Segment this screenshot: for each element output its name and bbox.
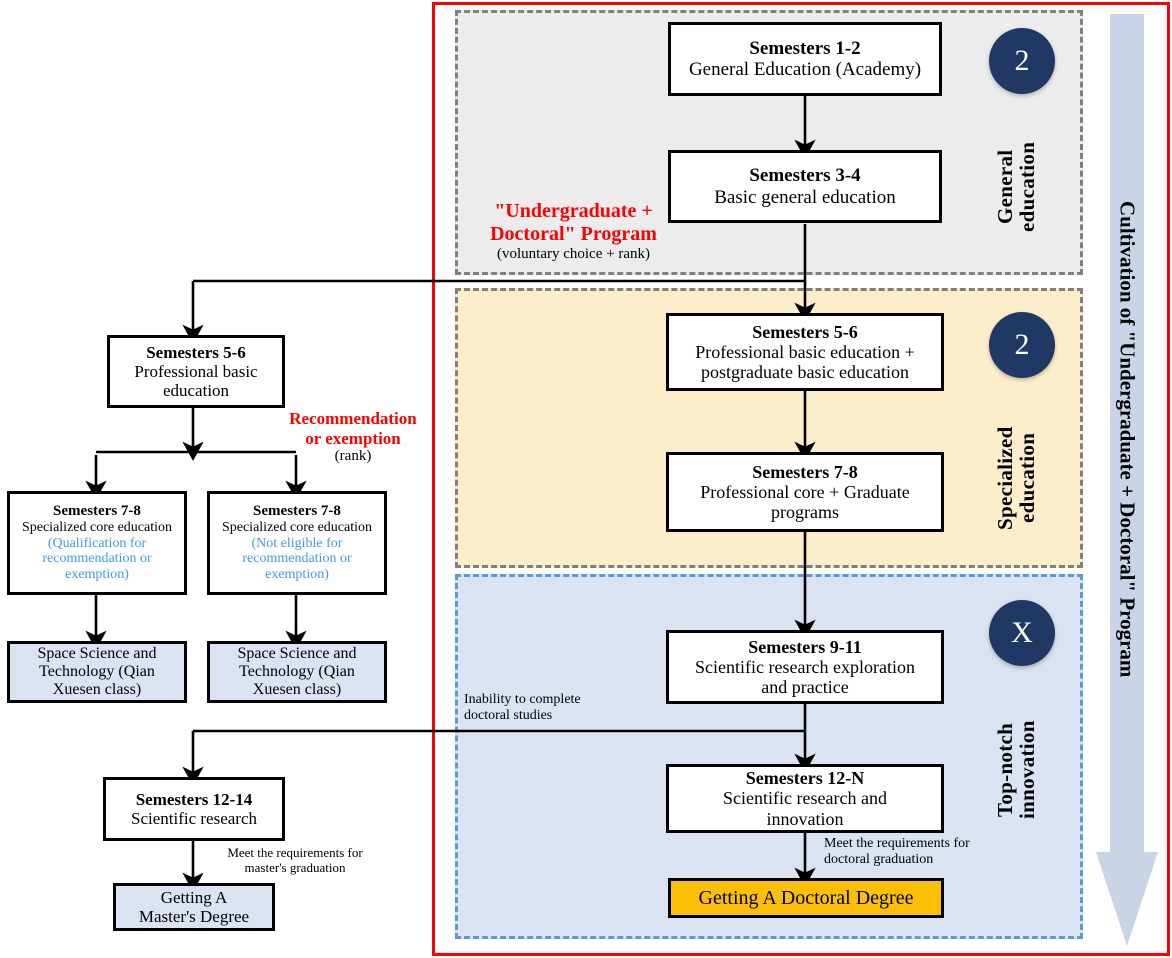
annotation-masters-requirements: Meet the requirements for master's gradu… [209,845,381,875]
box-left-semesters-7-8-not-eligible[interactable]: Semesters 7-8 Specialized core education… [207,491,387,595]
box-line: Basic general education [714,186,896,208]
box-note: recommendation or [242,551,352,567]
box-line: Specialized core education [221,520,373,536]
annotation-line-2: doctoral graduation [824,852,934,868]
box-semesters-5-6[interactable]: Semesters 5-6 Professional basic educati… [666,313,944,391]
annotation-line-2: master's graduation [244,860,346,876]
box-note: exemption) [65,567,129,583]
box-line: education [162,381,230,401]
box-line: Xuesen class) [252,680,342,698]
box-note: exemption) [265,567,329,583]
box-line: Scientific research and [723,788,887,809]
box-title: Semesters 12-N [745,768,865,789]
box-line: Getting A Doctoral Degree [698,886,914,909]
box-line: innovation [766,808,844,829]
badge-specialized-education: 2 [989,312,1055,378]
box-semesters-9-11[interactable]: Semesters 9-11 Scientific research explo… [666,630,944,704]
annotation-line-1: "Undergraduate + [494,200,653,222]
badge-general-education: 2 [989,28,1055,94]
box-getting-doctoral-degree[interactable]: Getting A Doctoral Degree [668,878,944,918]
box-title: Semesters 12-14 [135,789,253,809]
box-title: Semesters 5-6 [146,342,246,362]
box-title: Semesters 9-11 [748,636,862,657]
box-line: General Education (Academy) [688,59,922,80]
box-title: Semesters 5-6 [752,321,858,342]
annotation-line-1: Meet the requirements for [824,836,970,851]
box-line: Space Science and [237,645,357,663]
box-line: Xuesen class) [52,680,142,698]
label-line-2: education [1015,432,1040,524]
annotation-line-2: or exemption [305,428,401,448]
box-line: Professional basic [134,361,258,381]
box-qian-xuesen-right[interactable]: Space Science and Technology (Qian Xuese… [207,641,387,703]
box-qian-xuesen-left[interactable]: Space Science and Technology (Qian Xuese… [7,641,187,703]
box-title: Semesters 3-4 [749,165,861,187]
annotation-line-1: Inability to complete [464,692,581,707]
box-title: Semesters 7-8 [53,503,141,520]
annotation-inability-doctoral: Inability to complete doctoral studies [464,692,664,724]
program-banner-label: Cultivation of "Undergraduate + Doctoral… [1115,200,1140,678]
box-left-semesters-5-6[interactable]: Semesters 5-6 Professional basic educati… [107,335,285,408]
box-line: Master's Degree [138,907,250,926]
box-line: Scientific research [130,809,257,828]
box-left-semesters-7-8-qualified[interactable]: Semesters 7-8 Specialized core education… [7,491,187,595]
box-line: Technology (Qian [239,663,355,681]
label-general-education: General education [993,108,1040,266]
box-semesters-1-2[interactable]: Semesters 1-2 General Education (Academy… [668,22,942,96]
box-line: postgraduate basic education [701,362,909,383]
label-top-notch-innovation: Top-notch innovation [993,680,1040,860]
box-semesters-12-n[interactable]: Semesters 12-N Scientific research and i… [666,764,944,833]
box-line: Specialized core education [21,520,173,536]
box-semesters-7-8[interactable]: Semesters 7-8 Professional core + Gradua… [666,452,944,532]
box-line: and practice [761,677,849,698]
label-line-1: Specialized [993,426,1017,530]
box-line: Space Science and [37,645,157,663]
box-line: Scientific research exploration [695,656,915,677]
box-semesters-3-4[interactable]: Semesters 3-4 Basic general education [668,150,942,223]
box-line: Professional basic education + [695,341,915,362]
annotation-recommendation: Recommendation or exemption (rank) [278,409,428,466]
label-specialized-education: Specialized education [993,392,1040,564]
box-line: Professional core + Graduate [700,481,910,502]
box-line: programs [771,502,839,523]
annotation-line-1: Meet the requirements for [227,845,363,860]
label-line-2: education [1015,141,1040,233]
box-note: (Qualification for [47,535,147,551]
annotation-line-2: doctoral studies [464,708,553,724]
annotation-line-2: Doctoral" Program [490,223,657,246]
annotation-sub: (rank) [334,448,372,465]
box-title: Semesters 1-2 [749,37,861,59]
box-note: (Not eligible for [251,535,343,551]
label-line-2: innovation [1015,720,1040,820]
annotation-sub: (voluntary choice + rank) [497,246,650,263]
box-title: Semesters 7-8 [752,461,858,482]
label-line-1: Top-notch [993,722,1017,818]
box-note: recommendation or [42,551,152,567]
program-banner-arrow [1096,14,1158,946]
annotation-line-1: Recommendation [289,409,417,428]
annotation-program-label: "Undergraduate + Doctoral" Program (volu… [466,200,681,264]
annotation-doctoral-requirements: Meet the requirements for doctoral gradu… [824,836,1024,868]
label-line-1: General [993,149,1017,225]
badge-top-notch-innovation: X [989,600,1055,666]
box-line: Getting A [160,887,228,907]
box-title: Semesters 7-8 [253,503,341,520]
box-getting-masters-degree[interactable]: Getting A Master's Degree [113,883,275,931]
box-left-semesters-12-14[interactable]: Semesters 12-14 Scientific research [103,777,285,841]
box-line: Technology (Qian [39,663,155,681]
